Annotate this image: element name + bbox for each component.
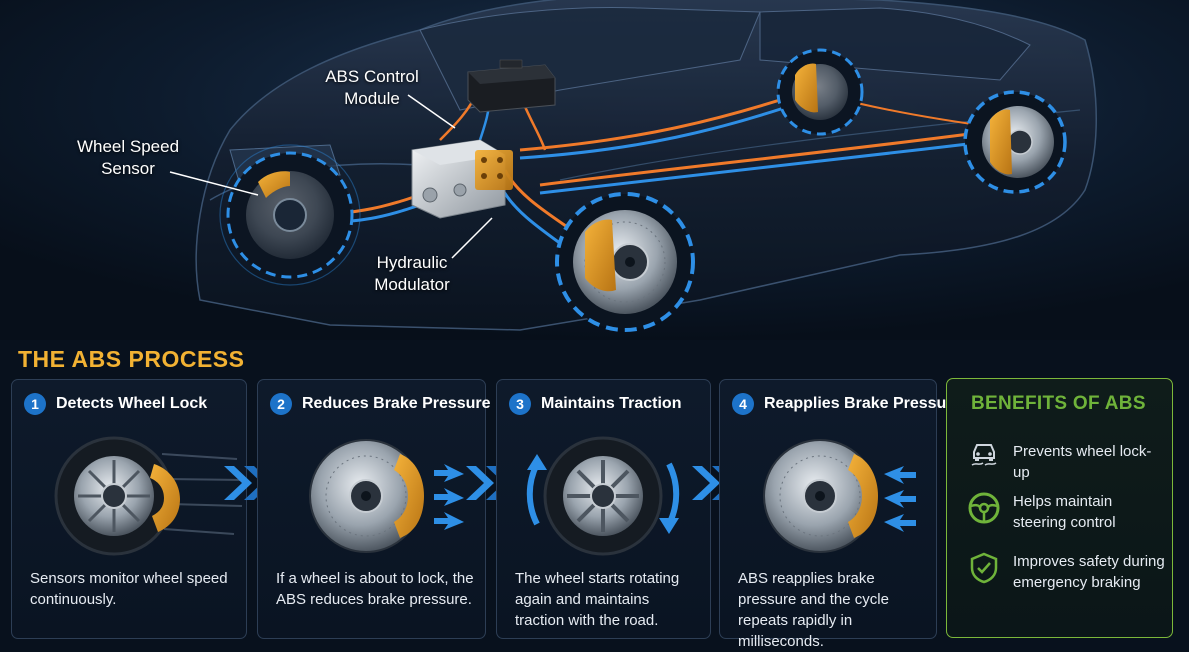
step-description: If a wheel is about to lock, the ABS red…	[276, 570, 474, 608]
step-title: Maintains Traction	[541, 395, 682, 412]
wheel-lock-illustration	[54, 436, 245, 556]
benefits-panel: BENEFITS OF ABS Prevents wheel lock-up H…	[946, 378, 1173, 638]
step-number-badge: 1	[24, 393, 46, 415]
benefit-text: Prevents wheel lock-up	[1013, 443, 1152, 481]
brake-pressure-illustration	[309, 439, 464, 553]
step-card-1: 1 Detects Wheel Lock Sensors monitor whe…	[11, 379, 247, 639]
step-description: ABS reapplies brake pressure and the cyc…	[738, 570, 889, 650]
reapply-pressure-illustration	[763, 439, 916, 553]
callout-wheel-speed-sensor: Wheel Speed Sensor	[76, 137, 180, 178]
benefits-title: BENEFITS OF ABS	[971, 393, 1146, 414]
benefit-text: Helps maintain steering control	[1013, 493, 1116, 531]
callout-hydraulic-modulator: Hydraulic Modulator	[374, 253, 450, 294]
step-description: The wheel starts rotating again and main…	[515, 570, 680, 629]
traction-illustration	[526, 436, 680, 556]
step-card-2: 2 Reduces Brake Pressure If a wheel is a…	[257, 379, 491, 639]
step-number-badge: 4	[732, 393, 754, 415]
benefit-item: Helps maintain steering control	[967, 491, 1167, 533]
step-description: Sensors monitor wheel speed continuously…	[30, 570, 228, 608]
steering-wheel-icon	[968, 492, 1000, 524]
car-skid-icon	[971, 444, 997, 466]
benefit-text: Improves safety during emergency braking	[1013, 553, 1165, 591]
step-title: Reapplies Brake Pressure	[764, 395, 962, 412]
shield-check-icon	[970, 552, 998, 584]
step-title: Reduces Brake Pressure	[302, 395, 491, 412]
step-title: Detects Wheel Lock	[56, 395, 208, 412]
benefit-item: Prevents wheel lock-up	[967, 435, 1167, 483]
section-title: THE ABS PROCESS	[18, 346, 245, 372]
step-card-4: 4 Reapplies Brake Pressure ABS reapplies…	[719, 379, 961, 650]
step-number-badge: 2	[270, 393, 292, 415]
callout-abs-control-module: ABS Control Module	[325, 67, 419, 108]
benefit-item: Improves safety during emergency braking	[967, 551, 1167, 593]
step-number-badge: 3	[509, 393, 531, 415]
step-card-3: 3 Maintains Traction The wheel starts ro…	[496, 379, 711, 639]
